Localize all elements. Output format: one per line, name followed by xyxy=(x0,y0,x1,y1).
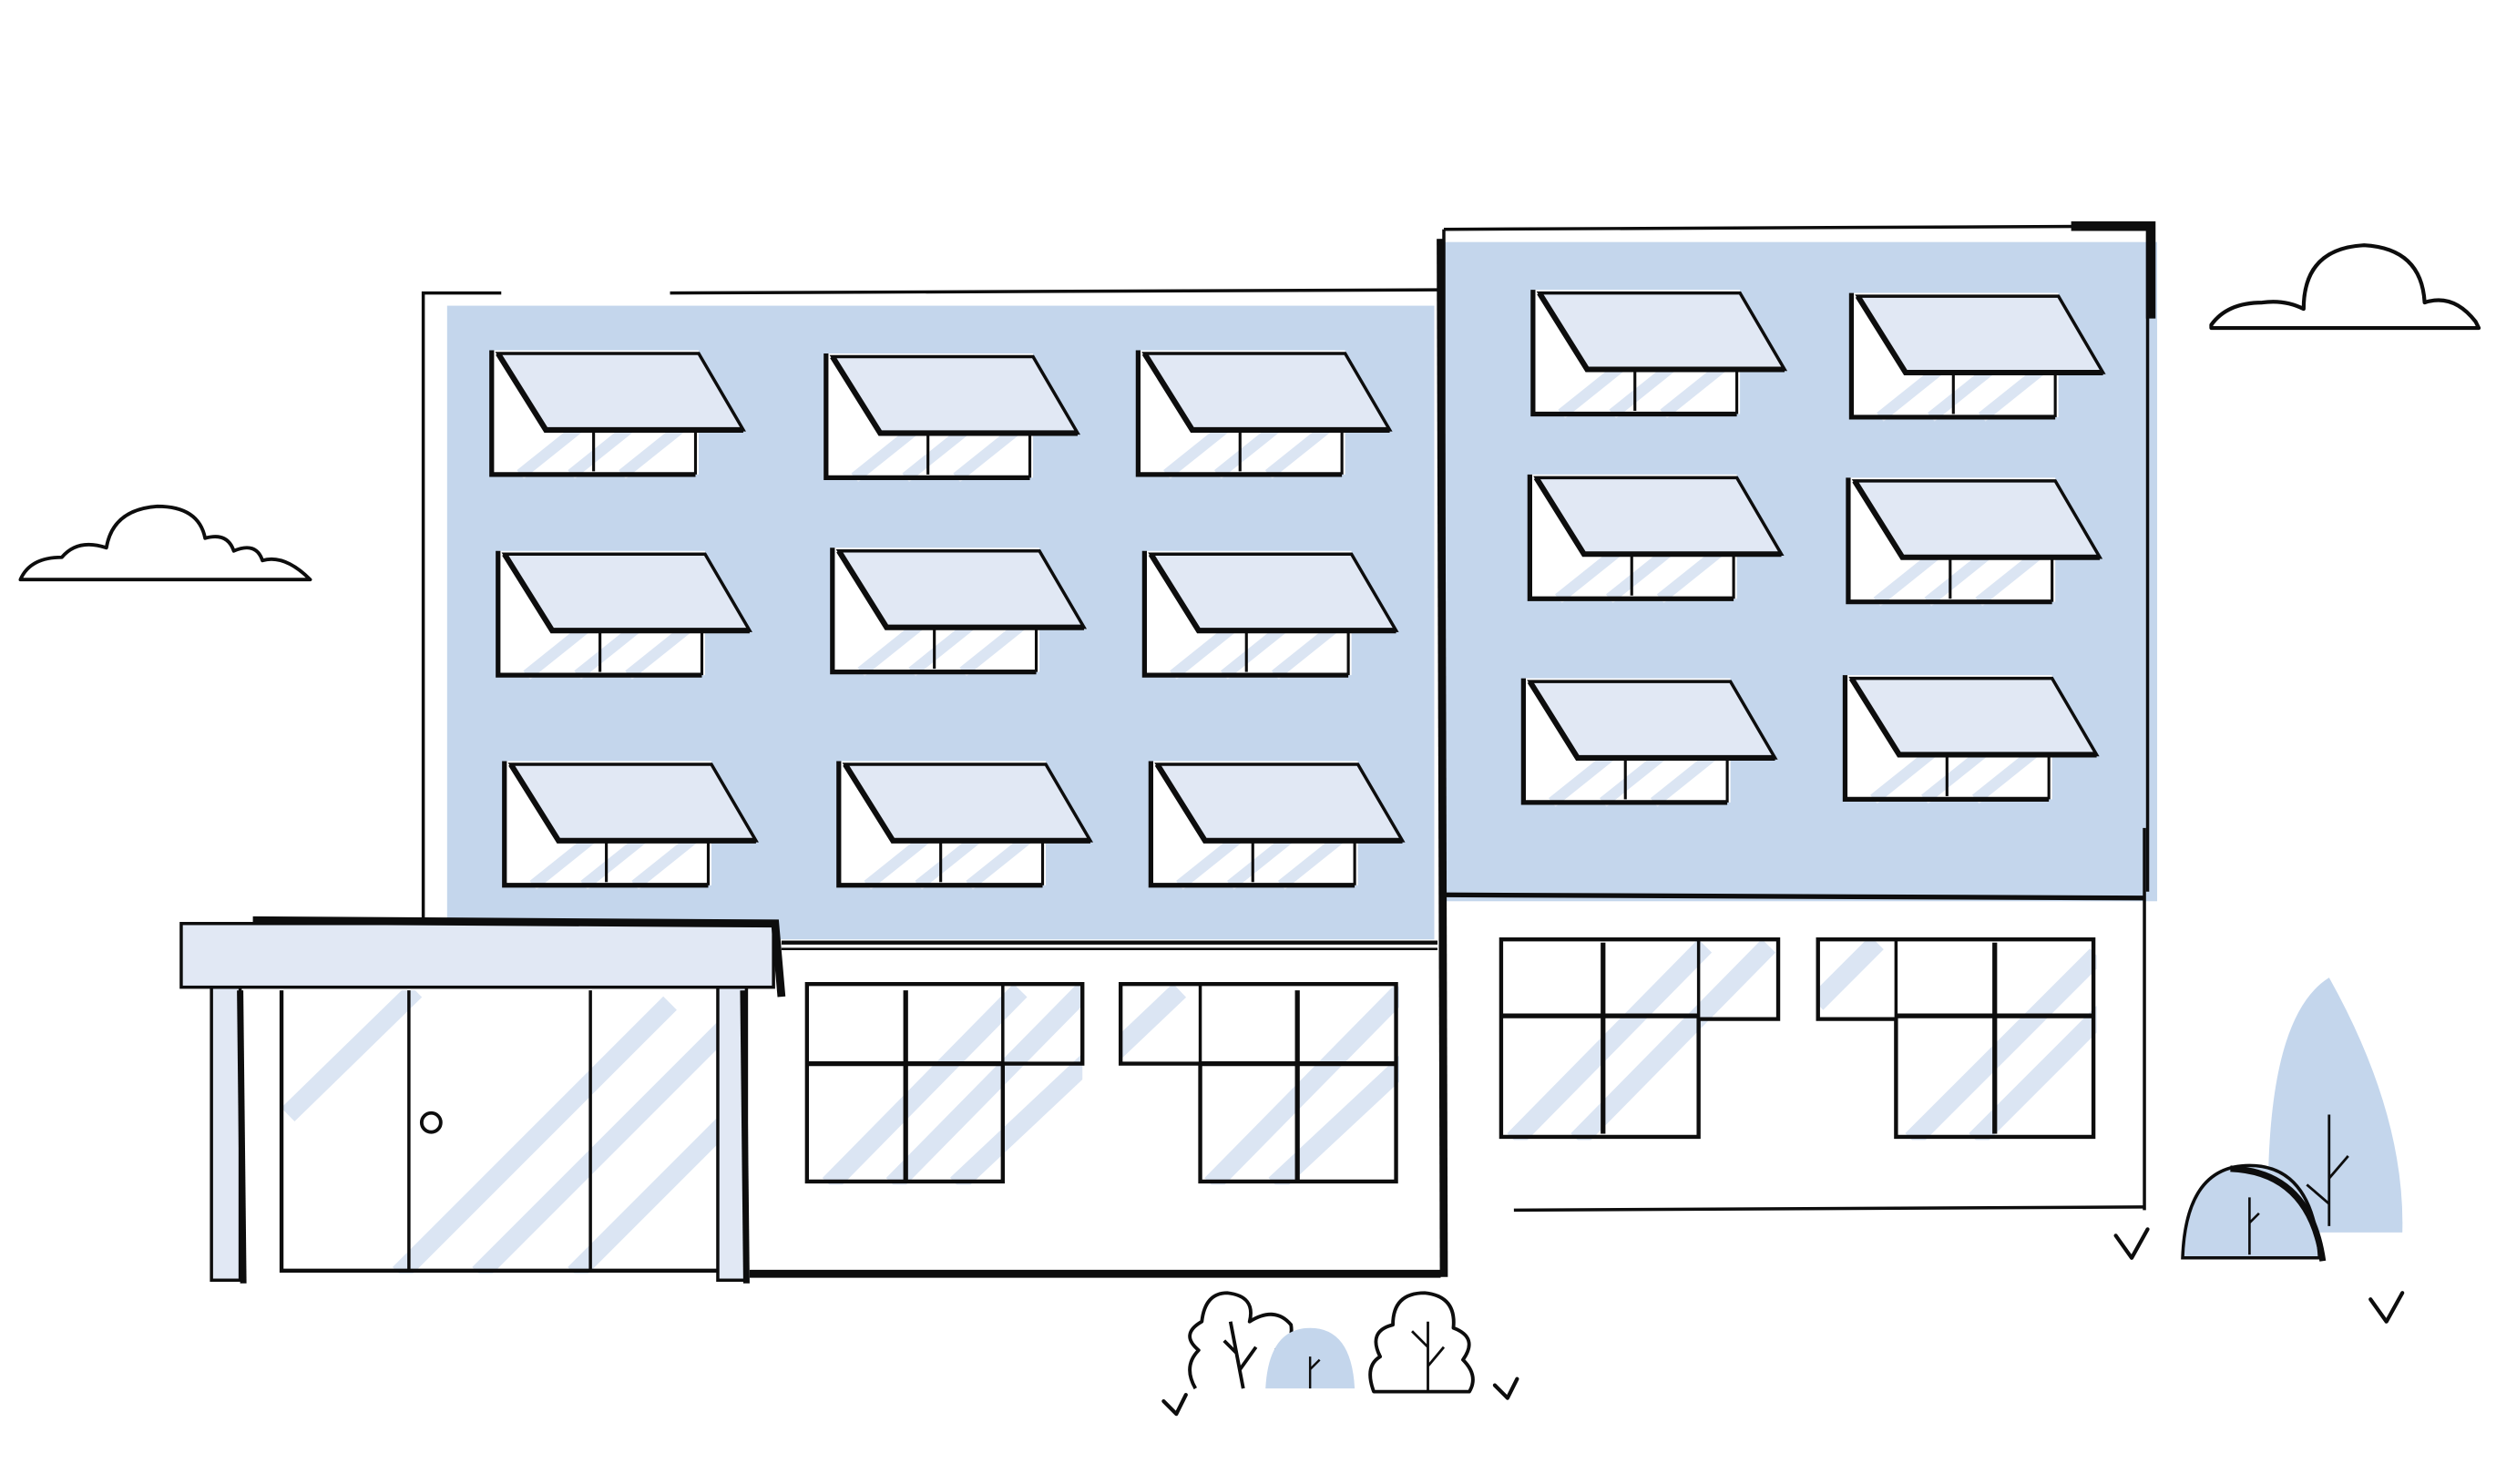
upper-window-14 xyxy=(1520,678,1778,807)
bush-cloud xyxy=(1368,1291,1475,1394)
door-knob xyxy=(419,1110,443,1134)
upper-window-7 xyxy=(502,761,759,890)
upper-window-12 xyxy=(1527,474,1785,603)
upper-windows xyxy=(489,290,2106,890)
block-divider xyxy=(1437,239,1448,1277)
ground-window-2 xyxy=(1118,981,1400,1185)
ground-window-4 xyxy=(1816,937,2097,1141)
bush-right xyxy=(2181,1163,2327,1262)
upper-window-4 xyxy=(496,550,752,680)
upper-window-8 xyxy=(836,761,1094,890)
cloud-right xyxy=(2209,243,2481,331)
grass-marks xyxy=(1161,1227,2405,1417)
upper-window-6 xyxy=(1141,550,1399,680)
upper-window-3 xyxy=(1135,350,1393,479)
tree-right xyxy=(2267,977,2403,1233)
upper-window-5 xyxy=(830,548,1088,677)
upper-window-13 xyxy=(1846,477,2103,607)
cloud-left xyxy=(18,504,312,582)
upper-window-1 xyxy=(489,350,746,479)
entrance xyxy=(179,916,786,1284)
upper-window-10 xyxy=(1530,290,1788,419)
upper-window-2 xyxy=(823,353,1081,483)
upper-window-15 xyxy=(1842,675,2100,804)
ground-window-3 xyxy=(1499,937,1782,1141)
ground-window-1 xyxy=(804,981,1085,1185)
upper-window-9 xyxy=(1148,761,1406,890)
bush-round-blue xyxy=(1265,1327,1355,1389)
bush-swirl xyxy=(1188,1291,1294,1390)
upper-window-11 xyxy=(1848,292,2106,422)
